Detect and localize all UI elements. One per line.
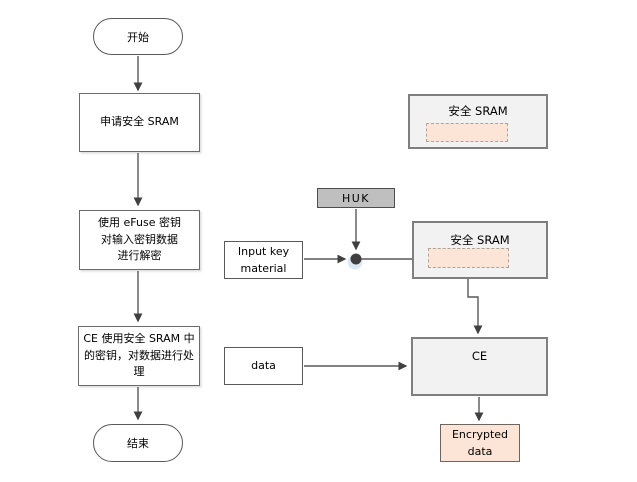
ce-box: CE xyxy=(411,337,548,396)
step3-label: CE 使用安全 SRAM 中 的密钥，对数据进行处 理 xyxy=(83,332,195,379)
flowchart-step-request-sram: 申请安全 SRAM xyxy=(79,93,200,152)
huk-label: HUK xyxy=(341,191,371,205)
data-box: data xyxy=(224,347,303,385)
encrypted-data-label: Encrypted data xyxy=(451,427,509,458)
input-key-material-label: Input key material xyxy=(237,244,290,275)
flowchart-end-node: 结束 xyxy=(93,424,183,462)
ce-label: CE xyxy=(471,349,488,363)
secure-sram-box: 安全 SRAM xyxy=(412,221,548,279)
sram-key-slot xyxy=(428,248,509,268)
start-label: 开始 xyxy=(127,30,149,44)
flowchart-step-efuse-decrypt: 使用 eFuse 密钥 对输入密钥数据 进行解密 xyxy=(79,210,200,270)
huk-box: HUK xyxy=(317,188,395,208)
flowchart-step-ce-process: CE 使用安全 SRAM 中 的密钥，对数据进行处 理 xyxy=(78,326,200,386)
legend-secure-sram-title: 安全 SRAM xyxy=(448,104,508,118)
junction-dot xyxy=(350,253,362,265)
step1-label: 申请安全 SRAM xyxy=(100,115,179,129)
end-label: 结束 xyxy=(127,437,149,450)
flowchart-start-node: 开始 xyxy=(93,18,183,55)
input-key-material-box: Input key material xyxy=(224,241,303,279)
data-label: data xyxy=(251,359,276,373)
connector-sram-keyslot-to-ce xyxy=(467,268,483,335)
encrypted-data-box: Encrypted data xyxy=(440,424,520,462)
legend-key-slot xyxy=(426,123,508,142)
secure-sram-title: 安全 SRAM xyxy=(450,233,510,247)
legend-secure-sram-box: 安全 SRAM xyxy=(408,94,548,149)
step2-label: 使用 eFuse 密钥 对输入密钥数据 进行解密 xyxy=(98,216,181,263)
